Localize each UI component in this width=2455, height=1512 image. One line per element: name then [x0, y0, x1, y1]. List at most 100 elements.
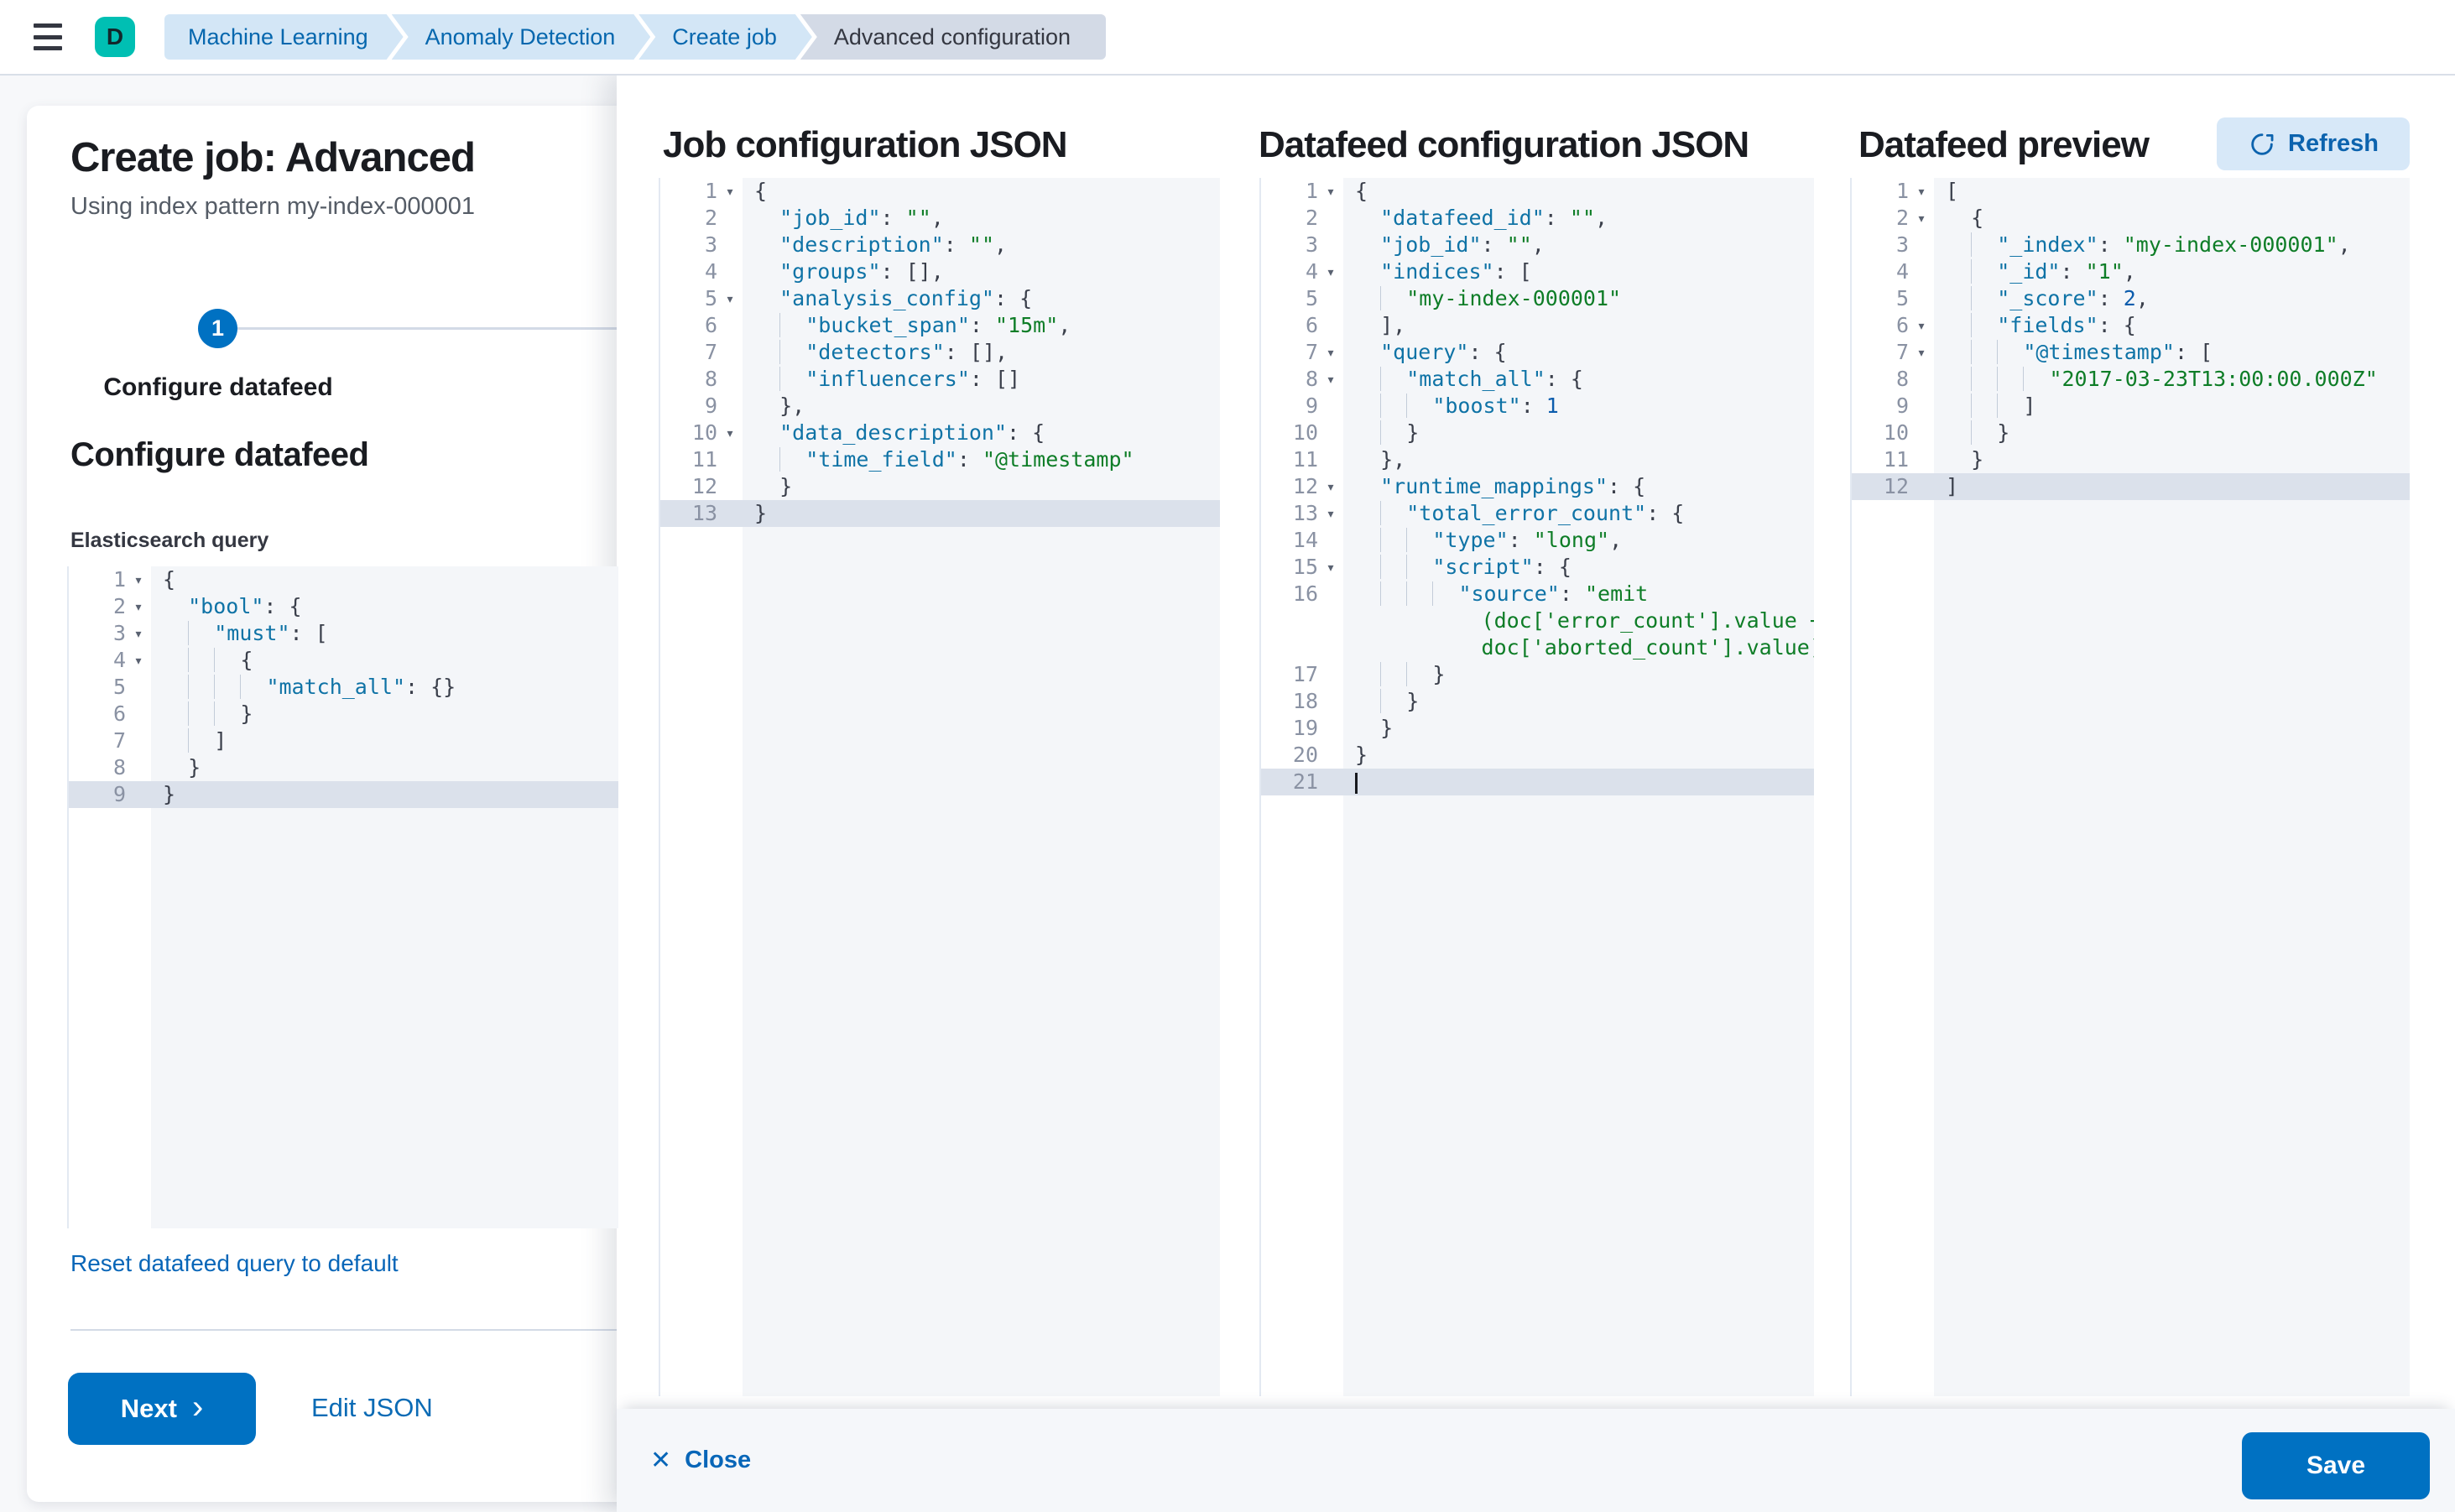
- breadcrumb-machine-learning[interactable]: Machine Learning: [164, 14, 404, 60]
- refresh-icon: [2251, 133, 2274, 155]
- code-text: }: [188, 755, 201, 779]
- step-1-indicator[interactable]: 1: [198, 309, 237, 348]
- fold-toggle-icon[interactable]: ▾: [1327, 185, 1334, 198]
- datafeed-config-json-editor[interactable]: 1▾{2 "datafeed_id": "",3 "job_id": "",4▾…: [1259, 178, 1814, 1396]
- code-text: (doc['error_count'].value +: [1481, 608, 1814, 633]
- fold-toggle-icon[interactable]: ▾: [1327, 373, 1334, 386]
- code-line: 8▾ "match_all": {: [1261, 366, 1814, 393]
- fold-spacer: [126, 754, 151, 781]
- job-config-json-editor[interactable]: 1▾{2 "job_id": "",3 "description": "",4 …: [659, 178, 1220, 1396]
- space-avatar[interactable]: D: [95, 17, 135, 57]
- step-1-label: Configure datafeed: [103, 373, 333, 401]
- code-line: 21: [1261, 769, 1814, 795]
- line-number: 12: [691, 474, 717, 498]
- line-number: 7: [1305, 340, 1318, 364]
- fold-toggle-icon[interactable]: ▾: [1327, 560, 1334, 574]
- code-text: }: [779, 474, 793, 498]
- line-number: 9: [1895, 394, 1909, 418]
- line-number: 7: [704, 340, 717, 364]
- fold-spacer: [1318, 393, 1343, 420]
- fold-spacer: [126, 727, 151, 754]
- fold-toggle-icon[interactable]: ▾: [1327, 507, 1334, 520]
- next-button[interactable]: Next ›: [68, 1373, 256, 1445]
- fold-spacer: [717, 258, 743, 285]
- text-cursor: [1355, 772, 1358, 794]
- code-text: }: [1343, 420, 1419, 446]
- fold-toggle-icon[interactable]: ▾: [135, 600, 142, 613]
- menu-icon[interactable]: [34, 23, 62, 50]
- next-button-label: Next: [120, 1394, 177, 1423]
- elasticsearch-query-editor[interactable]: 1▾{2▾ "bool": {3▾ "must": [4▾ {5 "match_…: [67, 566, 618, 1228]
- close-button-label: Close: [685, 1447, 752, 1473]
- code-text: }: [1380, 716, 1394, 740]
- close-button[interactable]: ✕ Close: [650, 1446, 751, 1475]
- fold-spacer: [1909, 473, 1934, 500]
- fold-toggle-icon[interactable]: ▾: [135, 654, 142, 667]
- refresh-button[interactable]: Refresh: [2217, 117, 2410, 170]
- code-line: 20}: [1261, 742, 1814, 769]
- top-header-bar: D Machine Learning Anomaly Detection Cre…: [0, 0, 2455, 76]
- breadcrumb-create-job[interactable]: Create job: [639, 14, 812, 60]
- fold-toggle-icon[interactable]: ▾: [1327, 265, 1334, 279]
- fold-toggle-icon[interactable]: ▾: [1327, 346, 1334, 359]
- fold-spacer: [1318, 581, 1343, 607]
- code-line: 6 }: [69, 701, 618, 727]
- editor-background: [1934, 178, 2410, 1396]
- elasticsearch-query-label: Elasticsearch query: [70, 529, 269, 552]
- breadcrumb-anomaly-detection[interactable]: Anomaly Detection: [392, 14, 651, 60]
- fold-toggle-icon[interactable]: ▾: [135, 627, 142, 640]
- fold-toggle-icon[interactable]: ▾: [1918, 185, 1925, 198]
- code-text: {: [163, 567, 176, 592]
- code-line: 6 "bucket_span": "15m",: [660, 312, 1220, 339]
- fold-toggle-icon[interactable]: ▾: [1327, 480, 1334, 493]
- line-number: 1: [112, 567, 126, 592]
- code-line: 9 "boost": 1: [1261, 393, 1814, 420]
- line-number: 11: [1292, 447, 1318, 472]
- fold-toggle-icon[interactable]: ▾: [727, 185, 733, 198]
- line-number: 15: [1292, 555, 1318, 579]
- code-text: }: [1343, 688, 1419, 715]
- breadcrumb-advanced-configuration: Advanced configuration: [800, 14, 1107, 60]
- line-number: 1: [1305, 179, 1318, 203]
- line-number: 6: [112, 701, 126, 726]
- code-line: 10 }: [1261, 420, 1814, 446]
- line-number: 19: [1292, 716, 1318, 740]
- code-text: }: [151, 701, 253, 727]
- line-number: 5: [1895, 286, 1909, 310]
- code-line: 9}: [69, 781, 618, 808]
- job-config-json-title: Job configuration JSON: [663, 124, 1068, 165]
- line-number: 10: [1883, 420, 1909, 445]
- line-number: 10: [1292, 420, 1318, 445]
- section-title: Configure datafeed: [70, 436, 369, 473]
- code-line: 10▾ "data_description": {: [660, 420, 1220, 446]
- code-text: "2017-03-23T13:00:00.000Z": [1934, 366, 2378, 393]
- datafeed-preview-editor[interactable]: 1▾[2▾ {3 "_index": "my-index-000001",4 "…: [1850, 178, 2410, 1396]
- fold-toggle-icon[interactable]: ▾: [1918, 346, 1925, 359]
- code-text: ]: [1934, 393, 2035, 420]
- code-line: 2 "datafeed_id": "",: [1261, 205, 1814, 232]
- line-number: 4: [1895, 259, 1909, 284]
- fold-toggle-icon[interactable]: ▾: [727, 426, 733, 440]
- fold-spacer: [1318, 312, 1343, 339]
- line-number: 6: [1895, 313, 1909, 337]
- fold-toggle-icon[interactable]: ▾: [135, 573, 142, 587]
- code-line: 11 "time_field": "@timestamp": [660, 446, 1220, 473]
- line-number: 12: [1883, 474, 1909, 498]
- code-text: "detectors": [],: [743, 339, 1008, 366]
- save-button[interactable]: Save: [2242, 1432, 2430, 1499]
- reset-datafeed-query-link[interactable]: Reset datafeed query to default: [70, 1250, 399, 1276]
- code-text: "source": "emit: [1343, 581, 1648, 607]
- fold-spacer: [717, 339, 743, 366]
- line-number: [1261, 607, 1318, 634]
- line-number: 3: [704, 232, 717, 257]
- fold-toggle-icon[interactable]: ▾: [1918, 211, 1925, 225]
- line-number: 5: [704, 286, 717, 310]
- code-text: }: [1343, 661, 1445, 688]
- code-text: "bucket_span": "15m",: [743, 312, 1071, 339]
- line-number: [1261, 634, 1318, 661]
- edit-json-button[interactable]: Edit JSON: [311, 1393, 433, 1422]
- fold-toggle-icon[interactable]: ▾: [1918, 319, 1925, 332]
- fold-toggle-icon[interactable]: ▾: [727, 292, 733, 305]
- code-text: ]: [151, 727, 227, 754]
- line-number: 12: [1292, 474, 1318, 498]
